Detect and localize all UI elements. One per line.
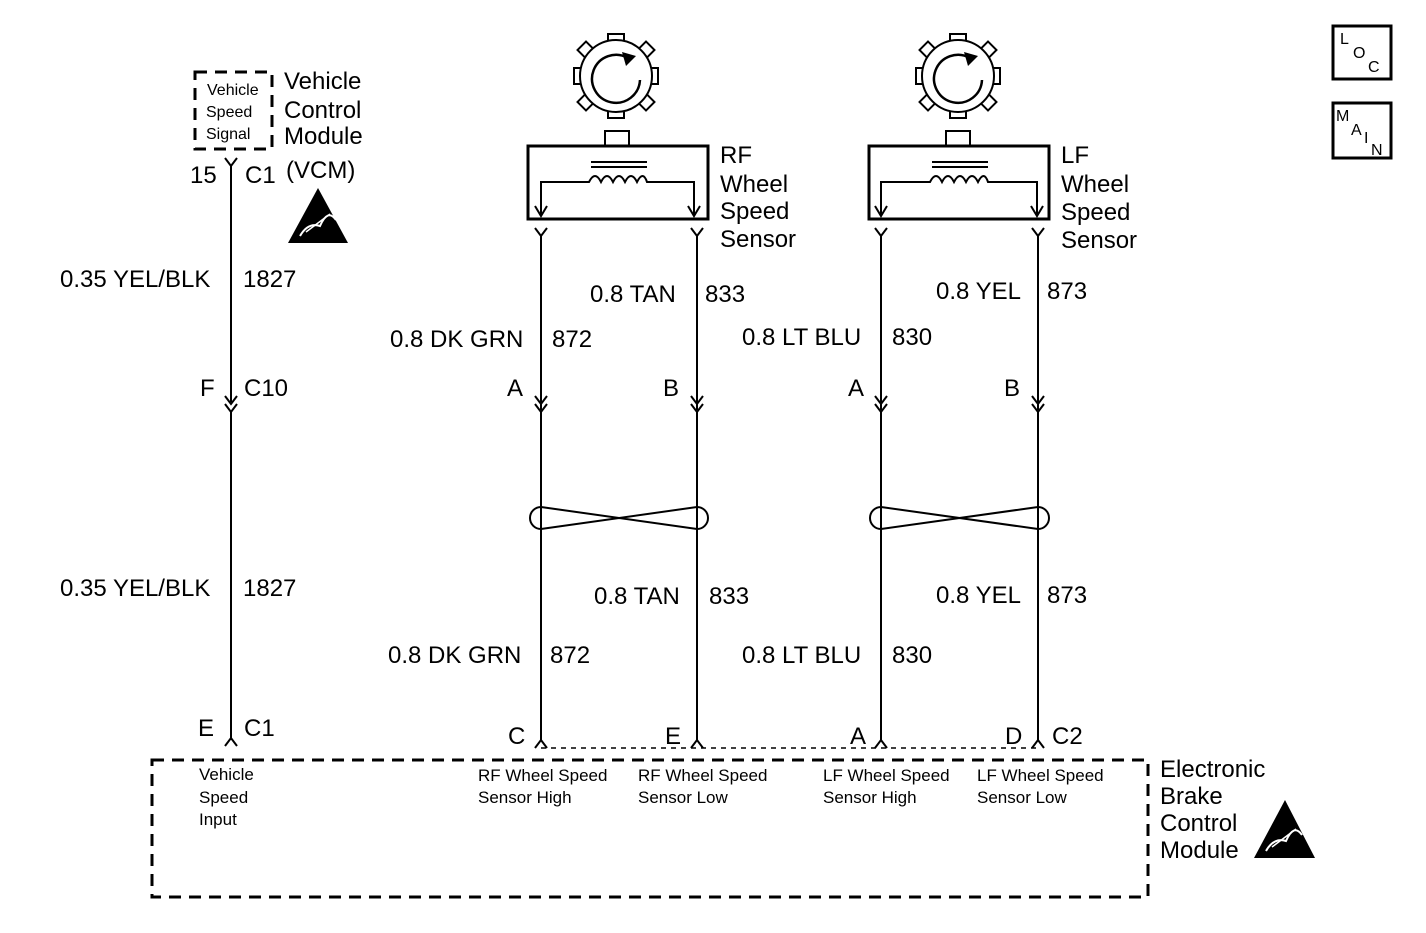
vcm-connector: C1 <box>245 162 276 189</box>
c10-pin: F <box>200 375 215 402</box>
svg-text:M: M <box>1336 108 1349 125</box>
ebcm-box <box>150 758 1150 899</box>
ebcm-name-2: Brake <box>1160 783 1223 810</box>
vss-label-line-1: Vehicle <box>207 82 259 99</box>
vcm-pin-number: 15 <box>190 162 217 189</box>
ebcm-lf-high-1: LF Wheel Speed <box>823 766 950 785</box>
ebcm-lf-low-2: Sensor Low <box>977 788 1067 807</box>
rf-low-color: 0.8 TAN <box>590 281 676 308</box>
rf-wheel-speed-sensor: RF Wheel Speed Sensor <box>526 33 796 253</box>
vss-label-line-2: Speed <box>206 104 252 121</box>
ebcm-rf-high-1: RF Wheel Speed <box>478 766 607 785</box>
ebcm-vss-input-2: Speed <box>199 788 248 807</box>
rf-sensor-body <box>526 144 710 221</box>
wire-1827-lower-circuit: 1827 <box>243 575 296 602</box>
lf-low-lower-circuit: 873 <box>1047 582 1087 609</box>
lf-wheel-speed-sensor: LF Wheel Speed Sensor <box>867 33 1137 254</box>
rf-high-lower-circuit: 872 <box>550 642 590 669</box>
rf-low-lower-color: 0.8 TAN <box>594 583 680 610</box>
lf-sensor-body <box>867 144 1051 221</box>
ebcm-section: C E A D C2 Vehicle Speed Input RF Wheel … <box>150 723 1315 899</box>
wire-1827: 0.35 YEL/BLK 1827 F C10 0.35 YEL/BLK 182… <box>60 157 296 747</box>
c10-connector: C10 <box>244 375 288 402</box>
ebcm-rf-high-2: Sensor High <box>478 788 572 807</box>
vss-label-line-3: Signal <box>206 126 250 143</box>
lf-low-color: 0.8 YEL <box>936 278 1021 305</box>
wire-1827-upper-color: 0.35 YEL/BLK <box>60 266 210 293</box>
rf-low-lower-circuit: 833 <box>709 583 749 610</box>
rf-high-lower-color: 0.8 DK GRN <box>388 642 521 669</box>
vcm-name-line-3: Module <box>284 123 363 150</box>
loc-button[interactable]: L O C <box>1331 24 1393 81</box>
ebcm-vss-input-3: Input <box>199 810 237 829</box>
vcm-section: Vehicle Speed Signal Vehicle Control Mod… <box>190 68 363 243</box>
lf-high-circuit: 830 <box>892 324 932 351</box>
rf-low-pin: B <box>663 375 679 402</box>
rf-wires: 0.8 DK GRN 872 0.8 TAN 833 A B 0.8 TAN 8… <box>388 227 749 749</box>
lf-sensor-name-1: LF <box>1061 142 1089 169</box>
rf-sensor-name-2: Wheel <box>720 171 788 198</box>
ebcm-lf-high-2: Sensor High <box>823 788 917 807</box>
lf-high-lower-circuit: 830 <box>892 642 932 669</box>
lf-sensor-name-3: Speed <box>1061 199 1130 226</box>
esd-warning-icon <box>1254 800 1315 858</box>
svg-text:L: L <box>1340 31 1349 48</box>
vcm-name-line-4: (VCM) <box>286 157 355 184</box>
ebcm-name-3: Control <box>1160 810 1237 837</box>
rf-low-circuit: 833 <box>705 281 745 308</box>
lf-high-lower-color: 0.8 LT BLU <box>742 642 861 669</box>
ebcm-name-1: Electronic <box>1160 756 1265 783</box>
ebcm-pin-e: E <box>665 723 681 750</box>
svg-text:O: O <box>1353 45 1365 62</box>
rf-high-pin: A <box>507 375 523 402</box>
wire-1827-lower-color: 0.35 YEL/BLK <box>60 575 210 602</box>
ebcm-vss-input-1: Vehicle <box>199 765 254 784</box>
lf-high-color: 0.8 LT BLU <box>742 324 861 351</box>
rf-high-circuit: 872 <box>552 326 592 353</box>
lf-sensor-name-2: Wheel <box>1061 171 1129 198</box>
svg-text:A: A <box>1351 122 1362 139</box>
ebcm-connector-c2: C2 <box>1052 723 1083 750</box>
ebcm-name-4: Module <box>1160 837 1239 864</box>
ebcm-pin-c: C <box>508 723 525 750</box>
lf-low-lower-color: 0.8 YEL <box>936 582 1021 609</box>
wire-1827-upper-circuit: 1827 <box>243 266 296 293</box>
rf-sensor-name-4: Sensor <box>720 226 796 253</box>
lf-sensor-name-4: Sensor <box>1061 227 1137 254</box>
esd-warning-icon <box>288 188 348 243</box>
svg-text:C: C <box>1368 59 1380 76</box>
ebcm-pin-a: A <box>850 723 866 750</box>
lf-wires: 0.8 LT BLU 830 0.8 YEL 873 A B 0.8 YEL 8… <box>742 227 1087 749</box>
lf-tone-wheel-icon <box>915 33 1001 119</box>
ebcm-rf-low-2: Sensor Low <box>638 788 728 807</box>
lf-low-circuit: 873 <box>1047 278 1087 305</box>
rf-sensor-name-3: Speed <box>720 198 789 225</box>
rf-tone-wheel-icon <box>573 33 659 119</box>
lf-low-pin: B <box>1004 375 1020 402</box>
rf-sensor-name-1: RF <box>720 142 752 169</box>
ebcm-lf-low-1: LF Wheel Speed <box>977 766 1104 785</box>
vehicle-speed-signal-box <box>193 70 274 151</box>
vcm-name-line-1: Vehicle <box>284 68 361 95</box>
ebcm-vss-pin: E <box>198 715 214 742</box>
svg-text:I: I <box>1364 130 1368 147</box>
ebcm-pin-d: D <box>1005 723 1022 750</box>
main-button[interactable]: M A I N <box>1331 101 1393 160</box>
vcm-name-line-2: Control <box>284 97 361 124</box>
svg-text:N: N <box>1371 142 1383 159</box>
ebcm-vss-connector: C1 <box>244 715 275 742</box>
lf-high-pin: A <box>848 375 864 402</box>
ebcm-rf-low-1: RF Wheel Speed <box>638 766 767 785</box>
rf-high-color: 0.8 DK GRN <box>390 326 523 353</box>
